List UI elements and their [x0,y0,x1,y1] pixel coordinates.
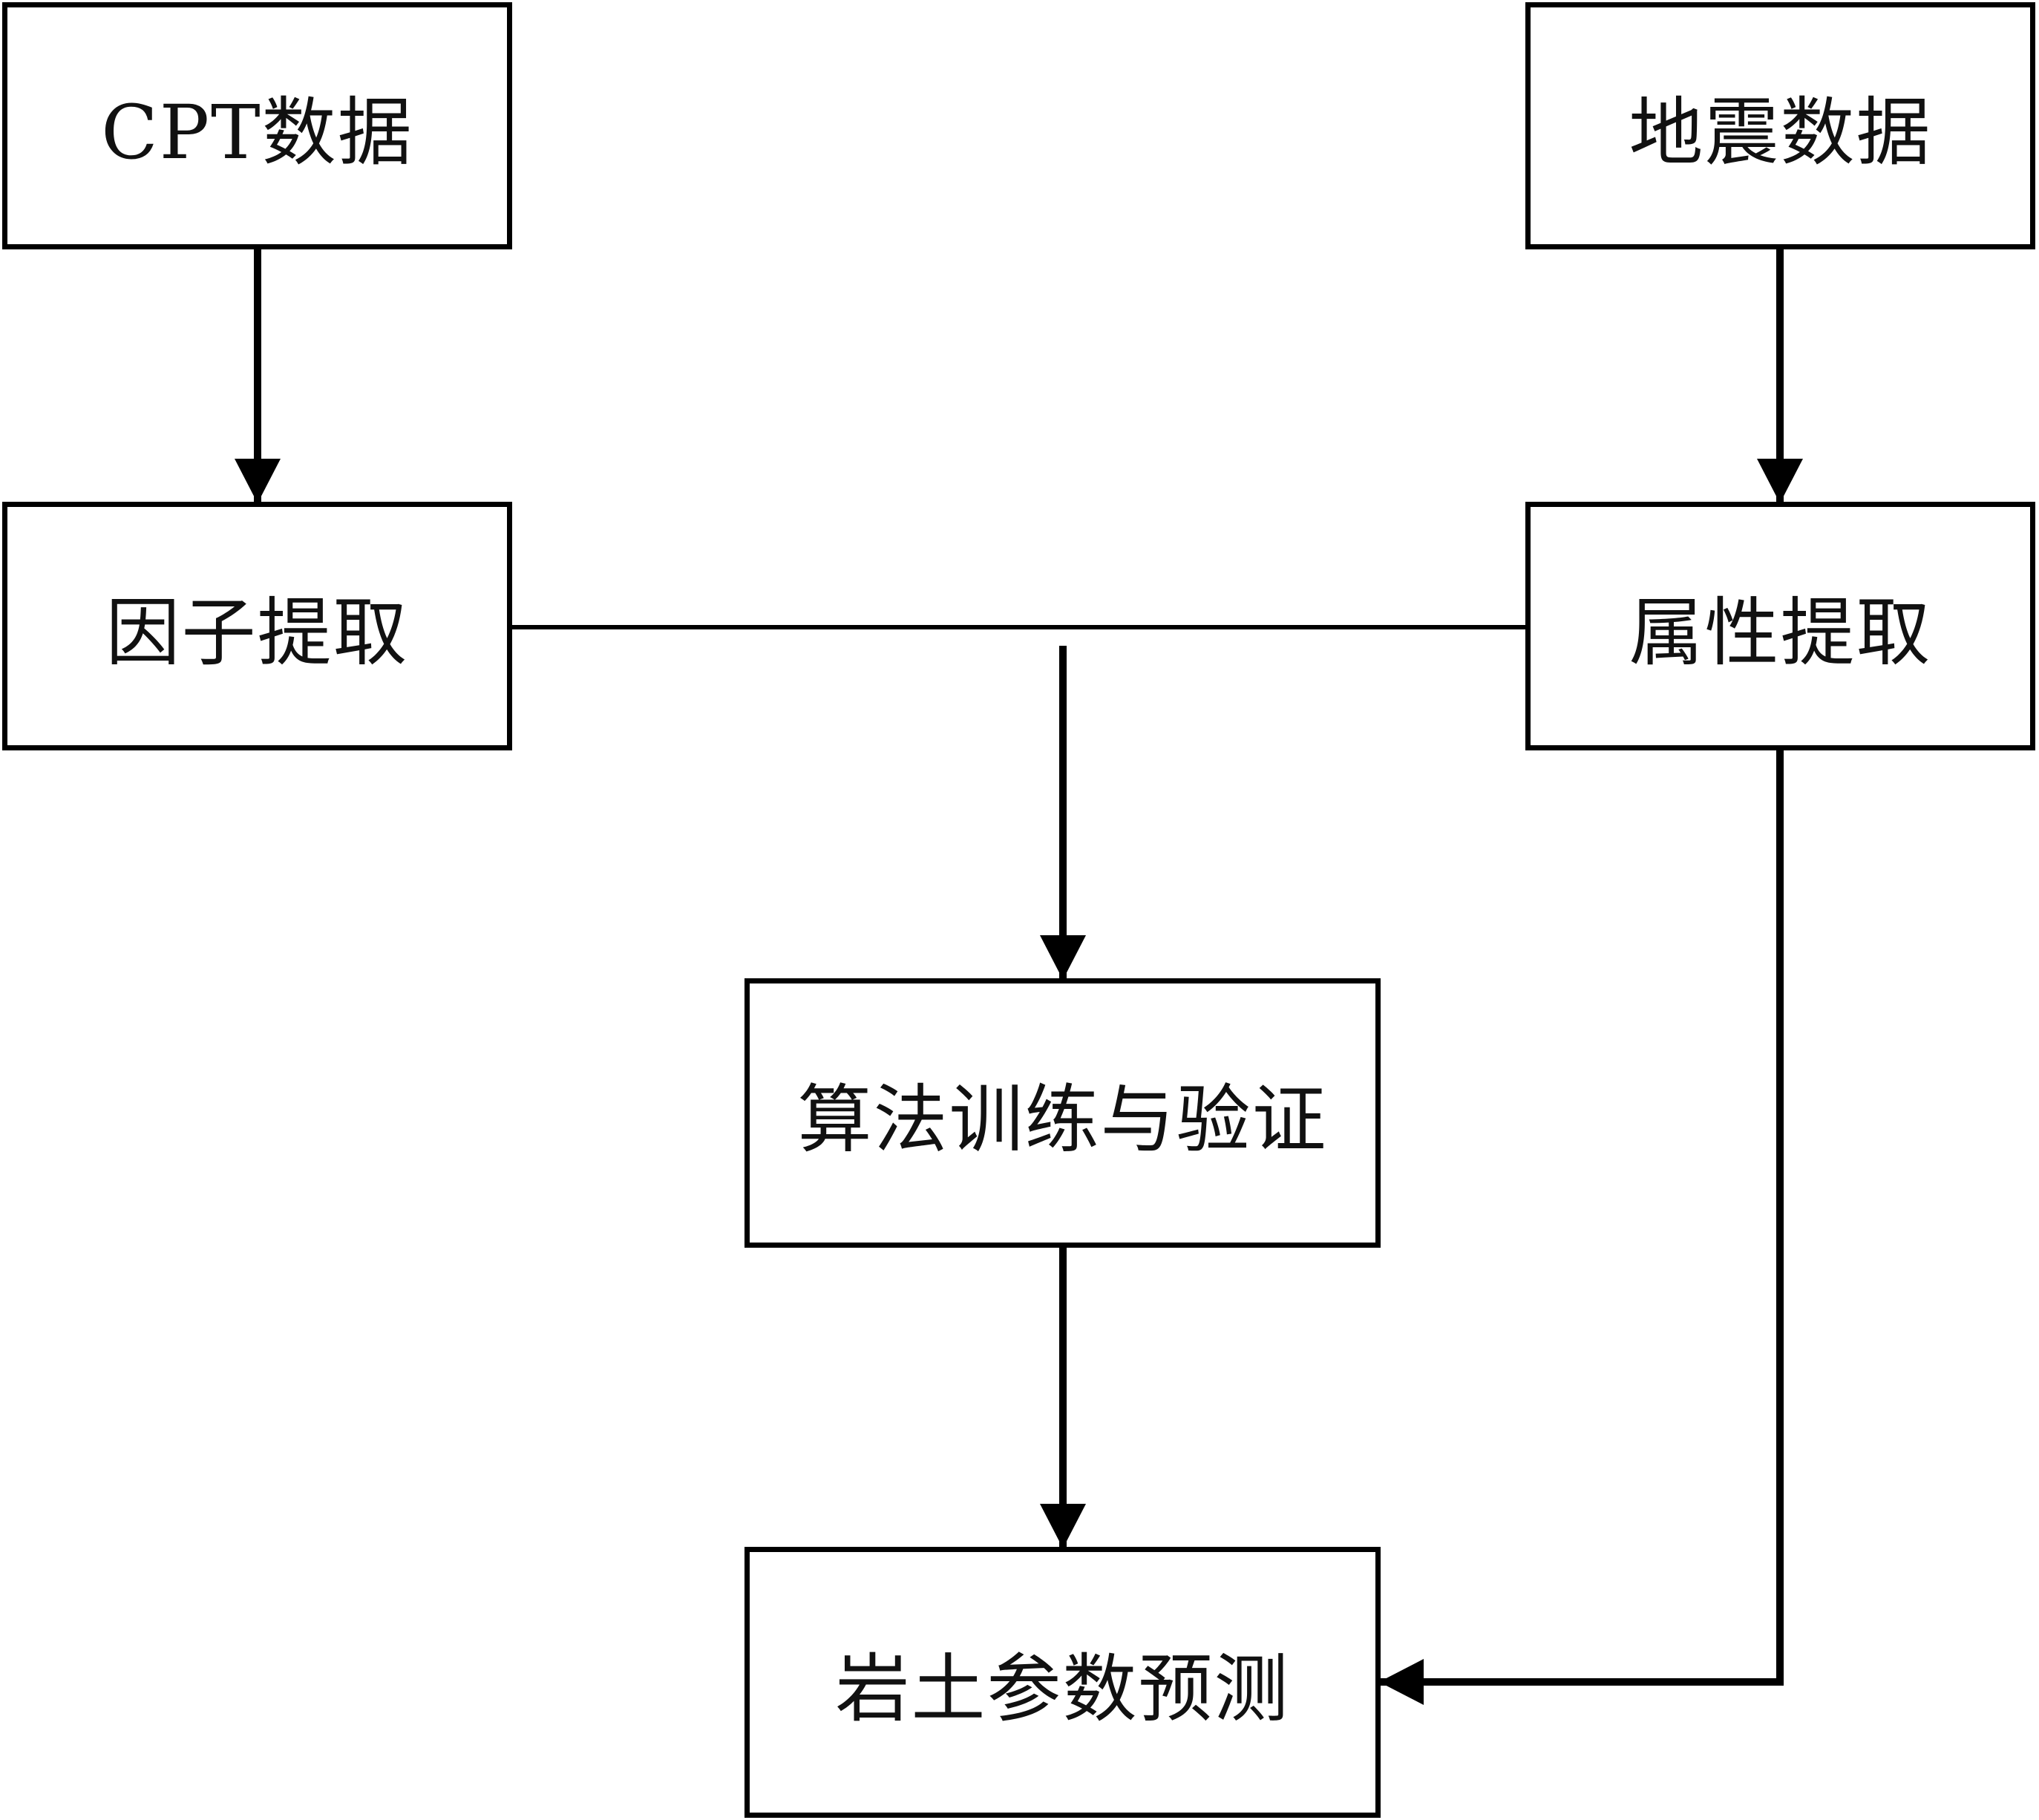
node-label: 地震数据 [1629,89,1932,176]
arrow-attribute-to-prediction [1379,750,1784,1705]
node-label: 算法训练与验证 [797,1076,1328,1163]
node-cpt-data: CPT数据 [2,2,512,249]
node-parameter-prediction: 岩土参数预测 [744,1547,1381,1818]
node-label: 因子提取 [105,589,409,676]
node-seismic-data: 地震数据 [1525,2,2035,249]
node-attribute-extraction: 属性提取 [1525,502,2035,750]
node-label: 属性提取 [1629,589,1932,676]
node-label: CPT数据 [101,89,413,176]
node-training-validation: 算法训练与验证 [744,978,1381,1248]
node-label: 岩土参数预测 [835,1646,1290,1732]
node-factor-extraction: 因子提取 [2,502,512,750]
